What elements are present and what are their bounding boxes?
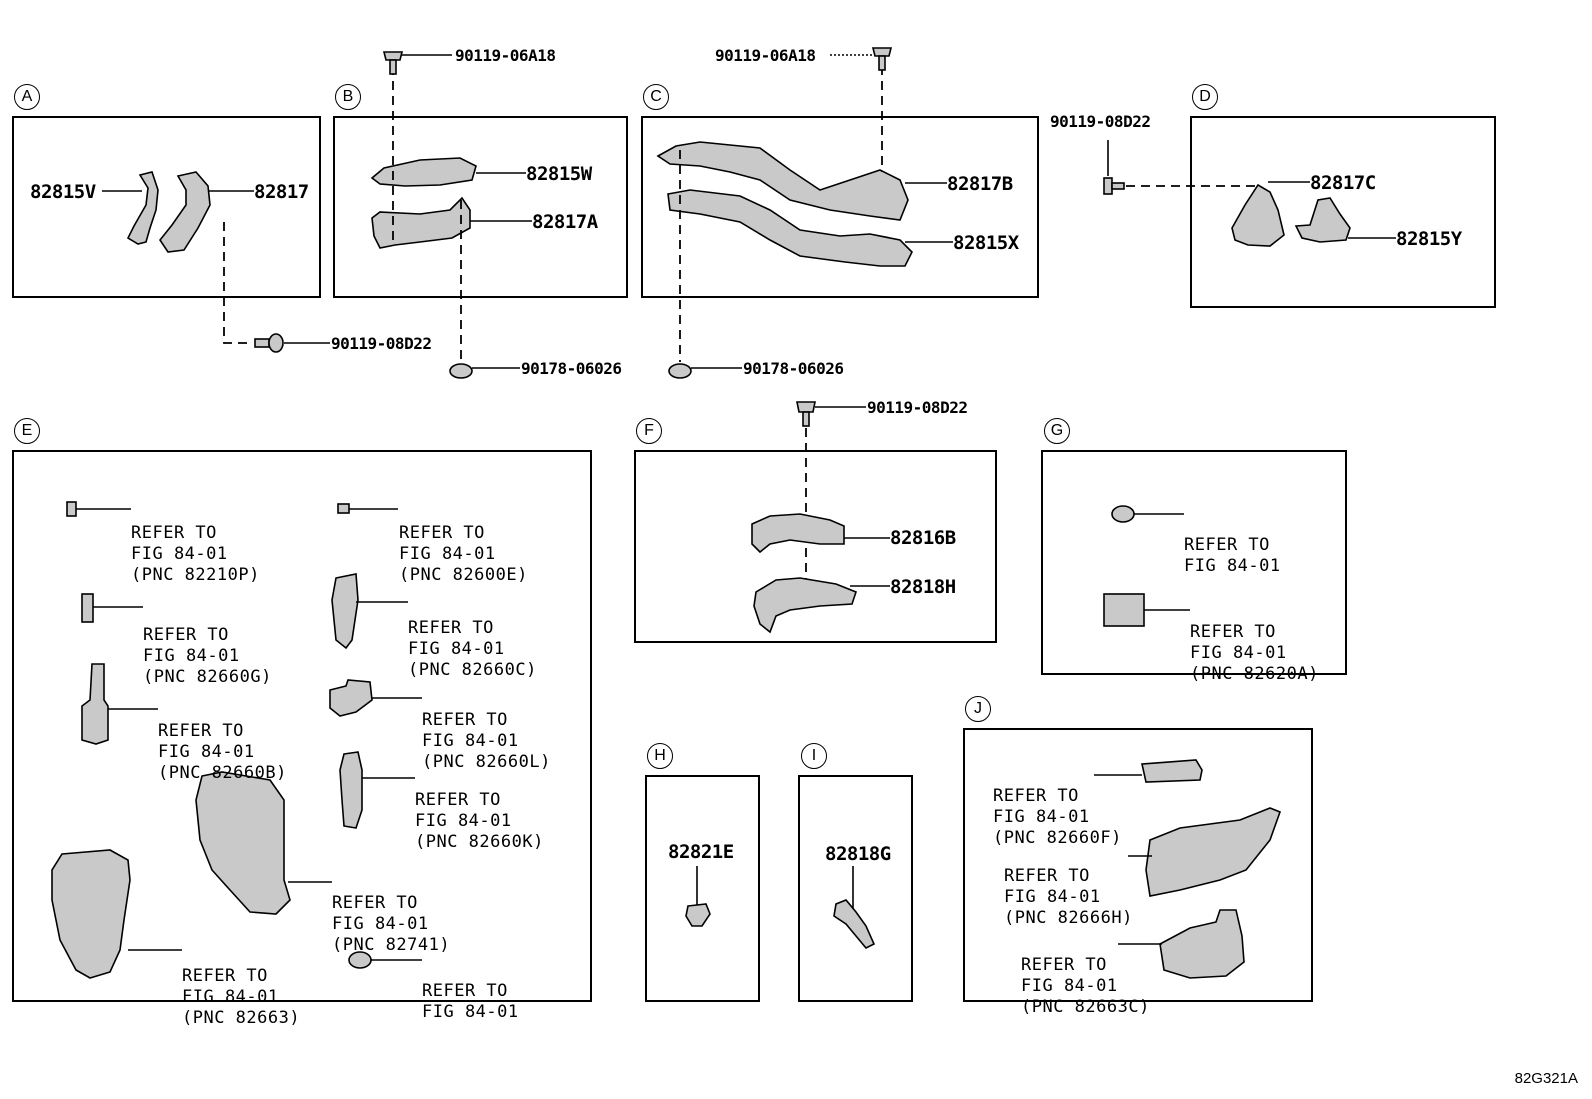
part-label-82818g[interactable]: 82818G: [825, 843, 891, 865]
part-82741-icon: [195, 771, 291, 915]
section-i-frame: [798, 775, 913, 1002]
bolt-06a18-b-icon: [382, 51, 452, 75]
part-82815v-shape: [126, 171, 159, 245]
clip-06026-b-icon: [449, 363, 520, 379]
part-82817-shape: [159, 171, 211, 253]
part-82817a-shape: [371, 196, 471, 249]
part-label-82816b[interactable]: 82816B: [890, 527, 956, 549]
part-82660l-icon: [329, 679, 373, 717]
clip-g-icon: [1111, 505, 1135, 523]
section-f-frame: [634, 450, 997, 643]
part-82660b-icon: [81, 663, 109, 745]
fastener-label-06a18-b[interactable]: 90119-06A18: [455, 46, 556, 65]
part-82817c-shape: [1231, 183, 1285, 247]
part-82818g-shape: [833, 899, 876, 949]
fastener-label-08d22-a[interactable]: 90119-08D22: [331, 334, 432, 353]
bolt-08d22-a-icon: [254, 333, 330, 353]
part-label-82817c[interactable]: 82817C: [1310, 172, 1376, 194]
part-82818h-shape: [753, 577, 857, 634]
section-a-marker: A: [14, 84, 40, 110]
fastener-label-06a18-c[interactable]: 90119-06A18: [715, 46, 816, 65]
section-b-frame: [333, 116, 628, 298]
part-82815y-shape: [1294, 197, 1351, 243]
part-label-82815y[interactable]: 82815Y: [1396, 228, 1462, 250]
fastener-label-08d22-d[interactable]: 90119-08D22: [1050, 112, 1151, 131]
section-h-marker: H: [647, 743, 673, 769]
drawing-code: 82G321A: [1514, 1070, 1578, 1087]
fastener-label-06026-b[interactable]: 90178-06026: [521, 359, 622, 378]
part-label-82815v[interactable]: 82815V: [30, 181, 96, 203]
section-h-frame: [645, 775, 760, 1002]
section-f-marker: F: [636, 418, 662, 444]
part-82660k-icon: [339, 751, 363, 829]
section-e-frame: [12, 450, 592, 1002]
section-j-marker: J: [965, 696, 991, 722]
part-82815w-shape: [370, 157, 477, 187]
part-82663-icon: [51, 849, 131, 979]
bolt-06a18-c-icon: [830, 47, 893, 71]
section-a-frame: [12, 116, 321, 298]
bolt-08d22-f-icon: [796, 401, 866, 427]
part-82817b-shape: [656, 141, 909, 221]
part-label-82817[interactable]: 82817: [254, 181, 309, 203]
clip-06026-c-icon: [668, 363, 742, 379]
section-c-marker: C: [643, 84, 669, 110]
section-e-marker: E: [14, 418, 40, 444]
section-j-frame: [963, 728, 1313, 1002]
section-g-frame: [1041, 450, 1347, 675]
part-82600e-icon: [337, 503, 350, 514]
part-82660c-icon: [331, 573, 359, 650]
part-82816b-shape: [751, 513, 845, 554]
part-label-82815x[interactable]: 82815X: [953, 232, 1019, 254]
part-82620a-icon: [1103, 593, 1145, 627]
part-label-82817b[interactable]: 82817B: [947, 173, 1013, 195]
section-d-frame: [1190, 116, 1496, 308]
part-82663c-icon: [1159, 909, 1245, 979]
part-label-82815w[interactable]: 82815W: [526, 163, 592, 185]
section-c-frame: [641, 116, 1039, 298]
bolt-08d22-d-icon: [1103, 140, 1125, 195]
part-82821e-shape: [685, 903, 711, 927]
section-g-marker: G: [1044, 418, 1070, 444]
part-82660g-icon: [81, 593, 94, 623]
part-label-82817a[interactable]: 82817A: [532, 211, 598, 233]
section-b-marker: B: [335, 84, 361, 110]
part-82660f-icon: [1141, 759, 1203, 783]
part-label-82821e[interactable]: 82821E: [668, 841, 734, 863]
part-82666h-icon: [1145, 807, 1282, 897]
section-d-marker: D: [1192, 84, 1218, 110]
part-label-82818h[interactable]: 82818H: [890, 576, 956, 598]
fastener-label-08d22-f[interactable]: 90119-08D22: [867, 398, 968, 417]
part-82210p-icon: [66, 501, 77, 517]
part-82815x-shape: [667, 189, 913, 267]
section-i-marker: I: [801, 743, 827, 769]
fastener-label-06026-c[interactable]: 90178-06026: [743, 359, 844, 378]
